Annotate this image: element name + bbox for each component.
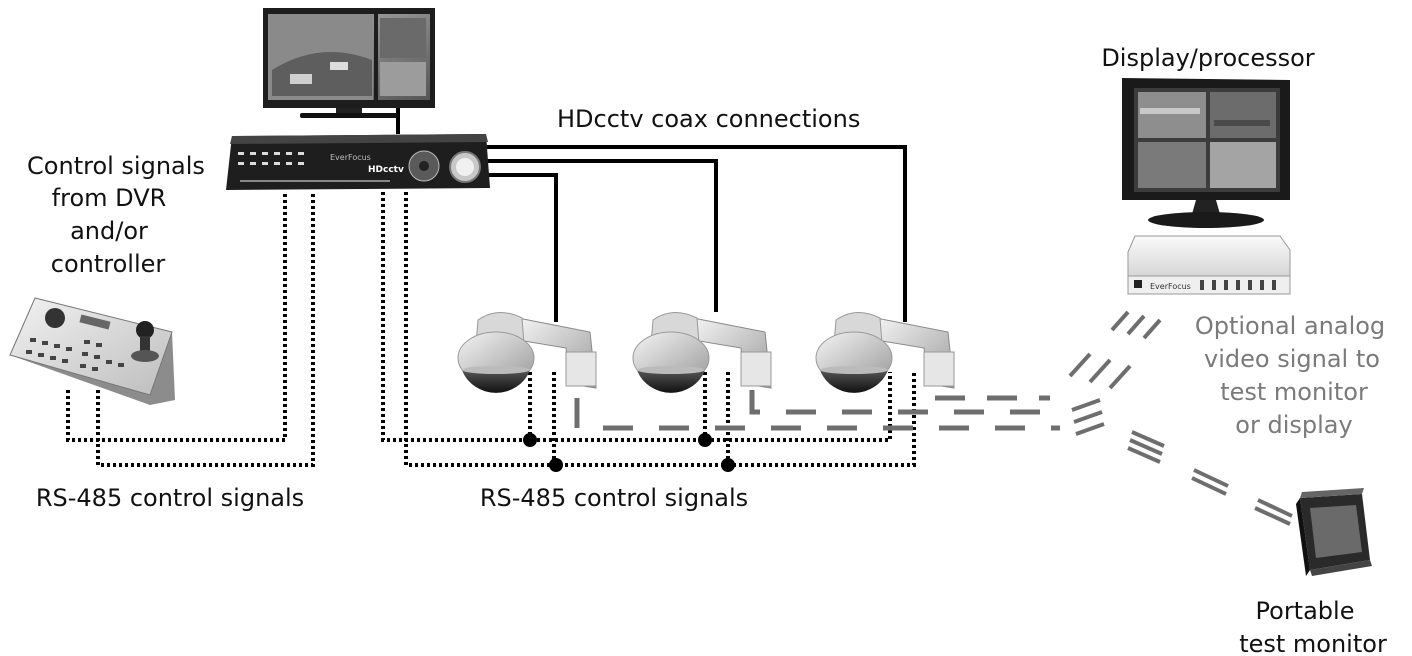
rs485-junctions [523,433,735,472]
ptz-keyboard-icon [9,297,175,405]
dome-camera-icon [815,312,955,393]
optional-analog-line-3: test monitor [1220,378,1368,406]
dome-camera-icon [457,312,597,393]
junction-dot [523,433,537,447]
junction-dot [721,458,735,472]
rs485-left-wiring [66,192,315,467]
display-processor-label: Display/processor [1101,44,1314,72]
control-signals-line-2: from DVR [52,184,167,212]
hdcctv-coax-label: HDcctv coax connections [557,105,860,133]
dvr-logo: HDcctv [368,165,404,175]
portable-monitor-icon [1296,488,1372,576]
svg-text:EverFocus: EverFocus [330,153,371,162]
optional-analog-line-1: Optional analog [1195,312,1385,340]
junction-dot [698,433,712,447]
rs485-camera-wiring [381,192,916,467]
display-monitor-icon [1122,78,1290,228]
hdcctv-coax-lines [396,106,907,322]
junction-dot [549,458,563,472]
control-signals-line-3: and/or [70,217,148,245]
rs485-left-label: RS-485 control signals [36,484,304,512]
optional-analog-label: Optional analog video signal to test mon… [1195,312,1385,439]
rs485-center-label: RS-485 control signals [480,484,748,512]
optional-analog-line-2: video signal to [1204,345,1380,373]
analog-video-dashes [574,310,1293,526]
dome-camera-icon [632,312,772,393]
control-signals-label: Control signals from DVR and/or controll… [27,152,205,278]
portable-monitor-line-2: test monitor [1239,630,1387,656]
control-signals-line-4: controller [51,250,166,278]
control-signals-line-1: Control signals [27,152,205,180]
portable-monitor-line-1: Portable [1256,597,1355,625]
portable-monitor-label: Portable test monitor [1239,597,1387,656]
optional-analog-line-4: or display [1235,411,1352,439]
svg-text:EverFocus: EverFocus [1150,282,1191,291]
monitor-icon [263,8,435,118]
dvr-icon: EverFocus HDcctv [226,134,490,190]
processor-box-icon: EverFocus [1127,235,1291,295]
